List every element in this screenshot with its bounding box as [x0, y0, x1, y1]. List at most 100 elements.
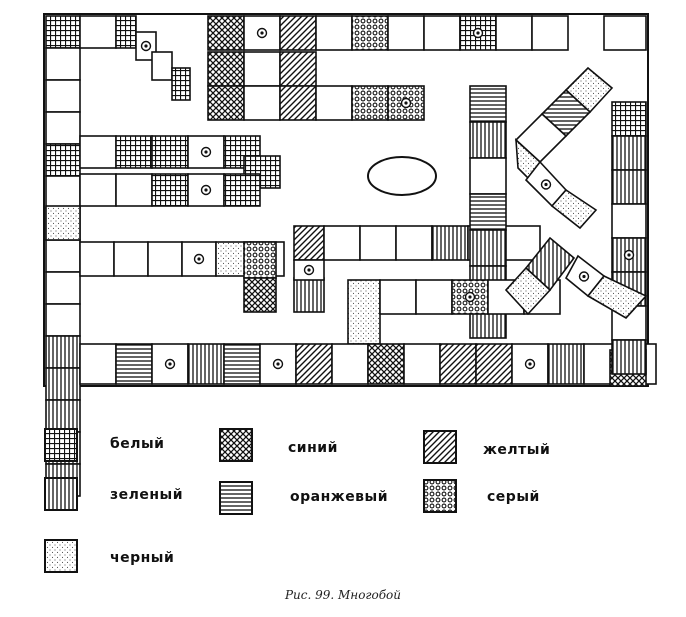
- cell-marker-dot: [544, 182, 548, 187]
- legend-label-orange: оранжевый: [290, 489, 389, 505]
- board-cell: [243, 241, 277, 279]
- diagonal-track: [504, 66, 648, 320]
- board-cell: [611, 203, 647, 239]
- board-cell: [279, 51, 317, 87]
- board-cell: [295, 343, 333, 385]
- board-cell: [323, 225, 361, 261]
- board-center-oval: [367, 156, 437, 196]
- board-cell: [115, 343, 153, 385]
- board-cell: [403, 343, 441, 385]
- board-cell: [45, 335, 81, 369]
- board-cell: [611, 135, 647, 171]
- board-cell: [439, 343, 477, 385]
- board-cell: [223, 173, 261, 207]
- legend-swatch-yellow: [423, 430, 457, 464]
- board-cell: [79, 135, 117, 169]
- board-cell: [359, 225, 397, 261]
- board-frame: [43, 13, 649, 387]
- board-cell: [603, 15, 647, 51]
- legend-label-grey: серый: [487, 489, 540, 505]
- board-cell: [207, 15, 245, 51]
- board-cell: [45, 303, 81, 337]
- legend-swatch-grey: [423, 479, 457, 513]
- board-cell: [171, 67, 191, 101]
- board-cell: [469, 193, 507, 231]
- legend-label-black: черный: [110, 550, 175, 566]
- board-cell: [469, 85, 507, 123]
- board-cell: [45, 367, 81, 401]
- board-cell: [611, 169, 647, 205]
- legend-label-blue: синий: [288, 440, 338, 456]
- board-cell: [531, 15, 569, 51]
- figure-caption: Рис. 99. Многобой: [284, 588, 402, 602]
- board-cell: [431, 225, 469, 261]
- board-cell: [115, 15, 137, 49]
- cell-marker-dot: [307, 268, 311, 272]
- board-cell: [45, 143, 81, 177]
- board-cell: [79, 241, 115, 277]
- board-cell: [207, 85, 245, 121]
- board-cell: [279, 85, 317, 121]
- legend-label-white: белый: [110, 436, 165, 452]
- cell-marker-dot: [144, 44, 148, 48]
- cell-marker-dot: [476, 31, 480, 35]
- board-cell: [243, 277, 277, 313]
- board-cell: [45, 79, 81, 113]
- cell-marker-dot: [168, 362, 172, 366]
- board-cell: [151, 51, 173, 81]
- board-cell: [187, 343, 225, 385]
- cell-marker-dot: [197, 257, 201, 261]
- cell-marker-dot: [582, 274, 586, 279]
- board-cell: [79, 15, 117, 49]
- board-cell: [115, 135, 153, 169]
- cell-marker-dot: [260, 31, 264, 35]
- cell-marker-dot: [468, 295, 472, 299]
- board-cell: [147, 241, 183, 277]
- board-cell: [79, 173, 117, 207]
- board-cell: [469, 157, 507, 195]
- board-cell: [351, 15, 389, 51]
- diagonal-cell: [550, 188, 598, 230]
- board-cell: [611, 339, 647, 375]
- cell-marker-dot: [204, 150, 208, 154]
- board-cell: [351, 85, 389, 121]
- track: [45, 15, 657, 497]
- cell-marker-dot: [204, 188, 208, 192]
- board-cell: [423, 15, 461, 51]
- board-cell: [243, 51, 281, 87]
- board-cell: [45, 15, 81, 49]
- board-cell: [151, 173, 189, 207]
- board-cell: [223, 343, 261, 385]
- board-cell: [45, 205, 81, 241]
- board-cell: [503, 225, 541, 261]
- board-cell: [151, 135, 189, 169]
- diagonal-cell: [504, 266, 552, 316]
- legend-swatch-white: [44, 428, 78, 462]
- board-cell: [387, 15, 425, 51]
- board-cell: [315, 85, 353, 121]
- legend-swatch-black: [44, 539, 78, 573]
- board-cell: [495, 15, 533, 51]
- cell-marker-dot: [627, 253, 631, 257]
- diagonal-cell: [586, 275, 648, 320]
- board-cell: [243, 85, 281, 121]
- board-cell: [207, 51, 245, 87]
- board-cell: [469, 229, 507, 267]
- cell-marker-dot: [528, 362, 532, 366]
- board-cell: [45, 175, 81, 209]
- board-cell: [367, 343, 405, 385]
- board-cell: [315, 15, 353, 51]
- legend-swatch-orange: [219, 481, 253, 515]
- board-cell: [379, 279, 417, 315]
- board-cell: [347, 279, 381, 345]
- legend-swatch-green: [44, 477, 78, 511]
- board-cell: [279, 15, 317, 51]
- board-cell: [79, 343, 117, 385]
- board-cell: [45, 47, 81, 81]
- board-cell: [331, 343, 369, 385]
- board-cell: [395, 225, 433, 261]
- cell-marker-dot: [276, 362, 280, 366]
- board-cell: [113, 241, 149, 277]
- legend-swatch-blue: [219, 428, 253, 462]
